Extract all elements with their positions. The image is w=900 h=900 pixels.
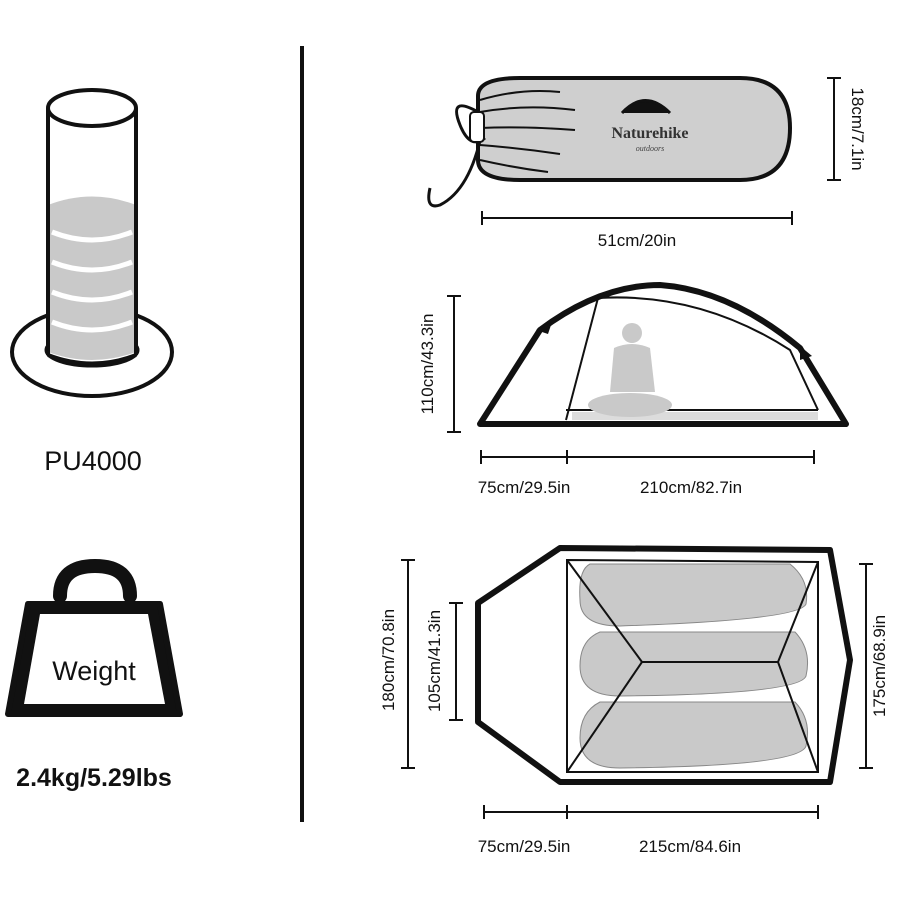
packed-diameter-label: 18cm/7.1in — [848, 87, 867, 170]
tent-floor-plan-illustration — [475, 545, 853, 785]
weight-value: 2.4kg/5.29lbs — [16, 764, 172, 792]
weight-icon — [5, 558, 183, 717]
vestibule-width-label: 105cm/41.3in — [425, 610, 444, 712]
tent-height-label: 110cm/43.3in — [418, 314, 437, 415]
water-column-icon — [10, 88, 174, 398]
brand-logo: Naturehike — [611, 125, 688, 142]
waterproof-label: PU4000 — [44, 446, 142, 476]
packed-length-dimension — [481, 211, 793, 225]
side-inner-length-label: 210cm/82.7in — [640, 478, 742, 497]
packed-diameter-dimension — [827, 77, 841, 181]
floor-vestibule-label: 75cm/29.5in — [478, 837, 571, 856]
packed-bag-illustration — [427, 76, 793, 208]
side-vestibule-label: 75cm/29.5in — [478, 478, 571, 497]
inner-width-dimension — [859, 563, 873, 769]
tent-side-view-illustration — [477, 282, 849, 427]
weight-icon-label: Weight — [52, 656, 136, 686]
floor-inner-length-label: 215cm/84.6in — [639, 837, 741, 856]
side-length-dimension — [480, 450, 815, 464]
vestibule-width-dimension — [449, 602, 463, 721]
floor-length-dimension — [483, 805, 819, 819]
inner-width-label: 175cm/68.9in — [870, 615, 889, 717]
brand-subtitle: outdoors — [636, 144, 664, 153]
outer-width-label: 180cm/70.8in — [379, 609, 398, 711]
tent-height-dimension — [447, 295, 461, 433]
packed-length-label: 51cm/20in — [598, 231, 676, 250]
outer-width-dimension — [401, 559, 415, 769]
